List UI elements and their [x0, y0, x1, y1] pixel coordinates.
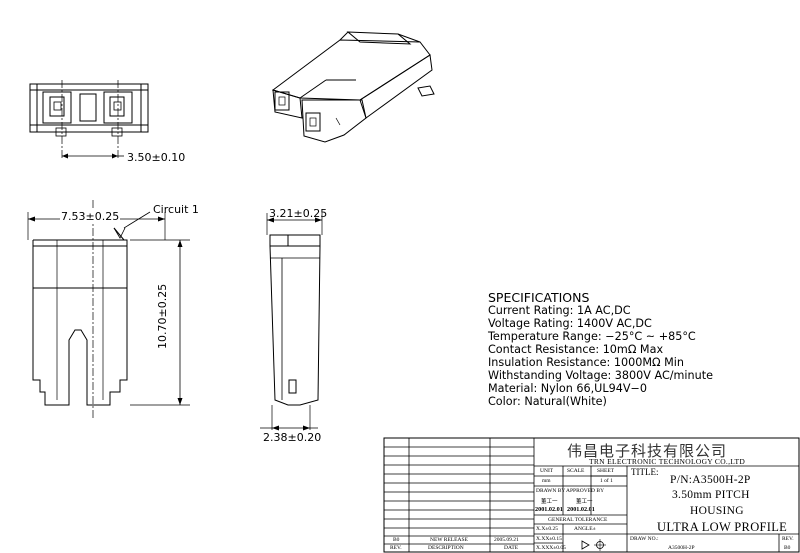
rev-value: B0	[784, 545, 791, 551]
company-name-en: TRN ELECTRONIC TECHNOLOGY CO.,LTD	[589, 457, 746, 466]
spec-line: Temperature Range: −25°C ~ +85°C	[488, 330, 696, 343]
approved-date: 2001.02.01	[567, 506, 595, 513]
spec-line: Material: Nylon 66,UL94V−0	[488, 382, 647, 395]
specifications-heading: SPECIFICATIONS	[488, 290, 590, 305]
side-view	[260, 213, 323, 431]
revision-description: NEW RELEASE	[430, 537, 468, 543]
drawn-by-label: DRAWN BY	[536, 488, 566, 494]
tolerance-label: GENERAL TOLERANCE	[548, 517, 608, 523]
width-dimension: 7.53±0.25	[60, 210, 121, 223]
revision-date: 2005.09.21	[494, 537, 519, 543]
spec-line: Withstanding Voltage: 3800V AC/minute	[488, 369, 713, 382]
profile-title: ULTRA LOW PROFILE	[657, 520, 788, 534]
front-view	[27, 200, 190, 420]
sheet-value: 1 of 1	[600, 478, 613, 484]
spec-line: Voltage Rating: 1400V AC,DC	[488, 317, 652, 330]
specifications-block: SPECIFICATIONS Current Rating: 1A AC,DC …	[488, 291, 713, 408]
revision-rev: B0	[393, 537, 400, 543]
drawing-no-label: DRAW NO.:	[630, 536, 659, 542]
drawing-no: A3500H-2P	[668, 545, 695, 551]
tolerance-1: X.X±0.25	[536, 526, 558, 532]
sheet-label: SHEET	[597, 468, 615, 474]
spec-line: Insulation Resistance: 1000MΩ Min	[488, 356, 684, 369]
tolerance-3: X.XXX±0.05	[536, 545, 566, 551]
col-date: DATE	[504, 545, 519, 551]
unit-label: UNIT	[540, 468, 554, 474]
circuit-label: Circuit 1	[153, 203, 199, 216]
pitch-dimension: 3.50±0.10	[126, 151, 187, 164]
isometric-view	[271, 31, 435, 143]
approved-by-name: 董工一	[576, 499, 593, 505]
spec-line: Color: Natural(White)	[488, 395, 607, 408]
pitch-title: 3.50mm PITCH	[672, 489, 750, 501]
bottom-dimension: 2.38±0.20	[263, 431, 322, 444]
spec-line: Current Rating: 1A AC,DC	[488, 304, 631, 317]
height-dimension: 10.70±0.25	[156, 282, 169, 350]
angle-label: ANGLE±	[574, 526, 596, 532]
scale-label: SCALE	[567, 468, 585, 474]
title-label: TITLE:	[631, 467, 659, 477]
title-block-grid	[383, 437, 800, 553]
unit-value: mm	[542, 478, 551, 484]
company-name-cn: 伟昌电子科技有限公司	[567, 442, 728, 460]
rev-header: REV.	[782, 536, 794, 542]
col-rev: REV.	[390, 545, 402, 551]
col-description: DESCRIPTION	[428, 545, 464, 551]
drawn-by-name: 董工一	[541, 499, 558, 505]
depth-dimension: 3.21±0.25	[269, 207, 328, 220]
tolerance-2: X.XX±0.15	[536, 536, 562, 542]
part-number: P/N:A3500H-2P	[670, 474, 751, 486]
spec-line: Contact Resistance: 10mΩ Max	[488, 343, 664, 356]
top-view	[29, 80, 149, 160]
approved-by-label: APPROVED BY	[566, 488, 605, 494]
drawn-date: 2001.02.01	[535, 506, 563, 513]
housing-title: HOUSING	[690, 505, 744, 517]
